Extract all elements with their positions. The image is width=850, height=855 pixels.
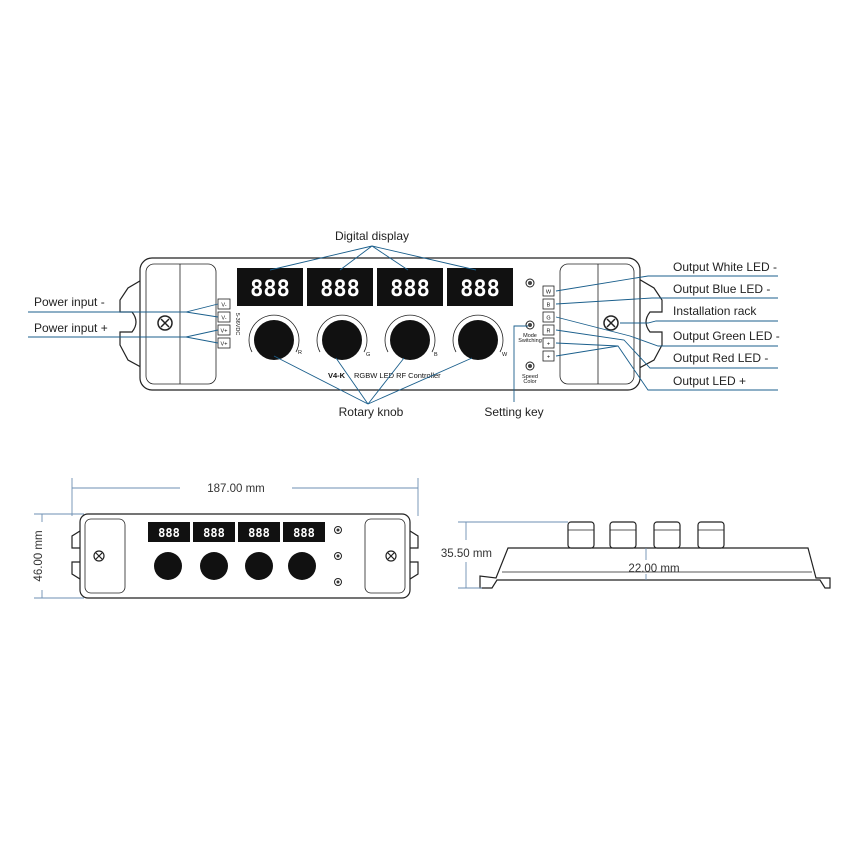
callout-leaders bbox=[28, 245, 778, 405]
output-terminal-block: W B G R + + bbox=[542, 285, 555, 362]
display-digits: 888 bbox=[320, 277, 360, 302]
label-digital-display: Digital display bbox=[335, 229, 409, 243]
dimension-length: 187.00 mm bbox=[71, 478, 419, 516]
digital-display bbox=[447, 268, 513, 306]
rotary-knob: G bbox=[316, 314, 370, 360]
output-pin bbox=[542, 285, 555, 297]
output-pin-label: + bbox=[547, 342, 550, 348]
label-installation-rack: Installation rack bbox=[673, 304, 757, 318]
output-pin bbox=[542, 337, 555, 349]
label-setting-key: Setting key bbox=[484, 405, 543, 419]
knob-letter: G bbox=[366, 352, 370, 358]
output-pin bbox=[542, 324, 555, 336]
output-pin-label: B bbox=[547, 303, 551, 309]
mini-display bbox=[193, 522, 235, 542]
label-output-red: Output Red LED - bbox=[673, 351, 768, 365]
model-label: V4-K bbox=[328, 371, 346, 380]
display-digits: 888 bbox=[390, 277, 430, 302]
power-pin-label: V- bbox=[221, 303, 226, 309]
mini-display bbox=[148, 522, 190, 542]
speed-button-sublabel: Color bbox=[523, 379, 536, 385]
label-output-blue: Output Blue LED - bbox=[673, 282, 770, 296]
knob-letter: W bbox=[502, 352, 508, 358]
voltage-label: 5-36VDC bbox=[234, 313, 240, 336]
mini-display bbox=[238, 522, 280, 542]
label-rotary-knob: Rotary knob bbox=[339, 405, 404, 419]
output-pin bbox=[542, 350, 555, 362]
digital-displays: 888 888 888 888 bbox=[237, 268, 513, 306]
rotary-knob: R bbox=[248, 314, 302, 360]
dimension-width: 46.00 mm bbox=[33, 513, 84, 599]
width-dimension: 46.00 mm bbox=[33, 530, 45, 581]
output-pin-label: G bbox=[546, 316, 550, 322]
rotary-knobs: R G B W bbox=[248, 314, 508, 360]
label-power-input-minus: Power input - bbox=[34, 295, 105, 309]
display-digits: 888 bbox=[250, 277, 290, 302]
output-pin-label: + bbox=[547, 355, 550, 361]
rotary-knob: B bbox=[384, 314, 438, 360]
label-power-input-plus: Power input + bbox=[34, 321, 108, 335]
speed-button-label: Speed bbox=[522, 374, 538, 380]
top-view: V- V- V+ V+ 5-36VDC 888 888 888 888 R bbox=[119, 257, 663, 391]
callout-labels: Digital display Rotary knob Setting key … bbox=[34, 229, 780, 419]
digital-display bbox=[377, 268, 443, 306]
digital-display bbox=[237, 268, 303, 306]
label-output-green: Output Green LED - bbox=[673, 329, 780, 343]
mini-display-digits: 888 bbox=[158, 526, 180, 540]
right-screw-icon bbox=[603, 315, 619, 331]
output-pin bbox=[542, 311, 555, 323]
power-pin-label: V+ bbox=[221, 329, 228, 335]
mini-display-digits: 888 bbox=[203, 526, 225, 540]
output-pin-label: R bbox=[547, 329, 551, 335]
rotary-knob: W bbox=[452, 314, 508, 360]
mini-display bbox=[283, 522, 325, 542]
left-screw-icon bbox=[157, 315, 173, 331]
display-digits: 888 bbox=[460, 277, 500, 302]
digital-display bbox=[307, 268, 373, 306]
dimension-height: 35.50 mm bbox=[441, 521, 568, 589]
output-pin-label: W bbox=[546, 290, 552, 296]
label-output-white: Output White LED - bbox=[673, 260, 777, 274]
side-view bbox=[479, 521, 831, 589]
mode-button-label: Mode bbox=[523, 333, 537, 339]
knob-letter: B bbox=[434, 352, 438, 358]
dimension-body-height: 22.00 mm bbox=[628, 548, 680, 580]
mode-button-sublabel: Switching bbox=[518, 338, 542, 344]
mini-display-digits: 888 bbox=[248, 526, 270, 540]
height-dimension: 35.50 mm bbox=[441, 548, 492, 560]
length-dimension: 187.00 mm bbox=[207, 483, 265, 495]
small-top-view: 888 888 888 888 bbox=[71, 513, 419, 599]
output-pin bbox=[542, 298, 555, 310]
left-end-cap bbox=[145, 263, 217, 385]
setting-keys: Mode Switching Speed Color bbox=[518, 278, 542, 385]
body-height-dimension: 22.00 mm bbox=[628, 563, 679, 575]
power-pin-label: V+ bbox=[221, 342, 228, 348]
right-end-cap bbox=[559, 263, 635, 385]
product-name: RGBW LED RF Controller bbox=[354, 371, 441, 380]
mini-display-digits: 888 bbox=[293, 526, 315, 540]
power-pin-label: V- bbox=[221, 316, 226, 322]
label-output-plus: Output LED + bbox=[673, 374, 746, 388]
knob-letter: R bbox=[298, 350, 302, 356]
